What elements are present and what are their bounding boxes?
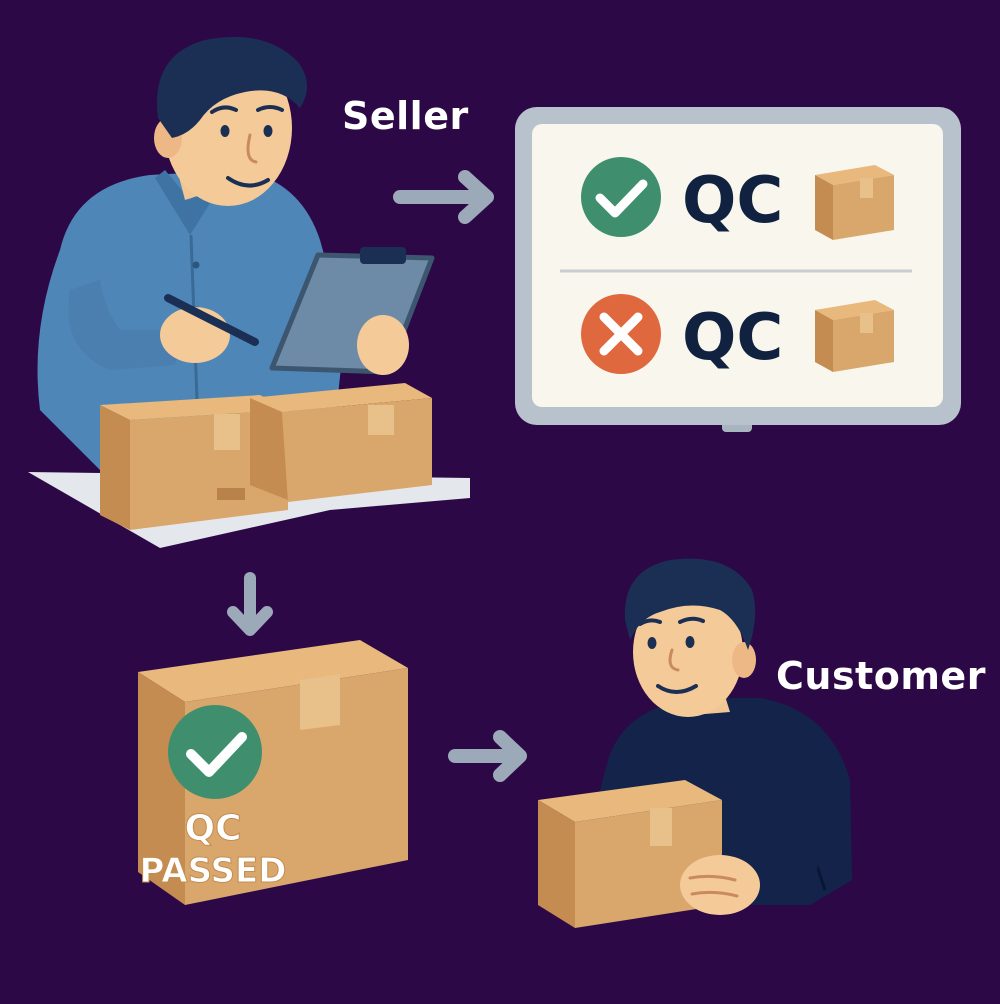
seller-arm	[68, 280, 185, 370]
pen	[164, 294, 259, 346]
customer-hair	[624, 558, 756, 650]
check-circle-icon	[581, 157, 661, 237]
qc-passed-line2: PASSED	[139, 851, 286, 891]
check-mark	[186, 732, 247, 777]
clipboard-clip	[360, 247, 406, 264]
customer-finger	[688, 874, 737, 882]
customer-eye	[647, 637, 657, 649]
seller-figure	[37, 36, 345, 470]
customer-brow	[638, 618, 662, 626]
x-mark	[599, 312, 643, 356]
seller-eye	[263, 125, 273, 137]
seller-brow	[210, 105, 238, 114]
customer-face	[633, 587, 743, 717]
qc-passed-box: QC PASSED	[138, 640, 408, 905]
seller-button	[192, 261, 200, 269]
check-circle-icon	[168, 705, 262, 799]
box-icon	[250, 383, 432, 502]
seller-smile	[226, 176, 270, 188]
check-mark	[595, 179, 648, 218]
arrow-right-icon	[393, 170, 494, 224]
seller-nose	[246, 133, 258, 164]
qc-monitor: QC QC	[515, 107, 961, 432]
qc-pass-text: QC	[682, 164, 783, 238]
box-icon	[100, 395, 288, 530]
seller-hair	[156, 36, 308, 138]
customer-finger	[690, 890, 739, 898]
customer-brow	[678, 616, 705, 624]
customer-smile	[656, 684, 698, 694]
box-icon	[815, 300, 894, 372]
qc-passed-line1: QC	[184, 808, 241, 849]
customer-hand	[680, 855, 760, 915]
seller-brow	[256, 105, 284, 112]
seller-eye	[220, 125, 230, 137]
customer-eye	[685, 636, 695, 648]
seller-label: Seller	[342, 94, 469, 138]
arrow-right-icon	[448, 730, 527, 782]
arrow-down-icon	[227, 572, 273, 636]
qc-fail-text: QC	[682, 301, 783, 375]
customer-label: Customer	[776, 654, 986, 698]
customer-ear	[732, 642, 756, 678]
box-icon	[815, 165, 894, 240]
seller-right-hand	[357, 315, 409, 375]
customer-nose	[668, 648, 680, 672]
